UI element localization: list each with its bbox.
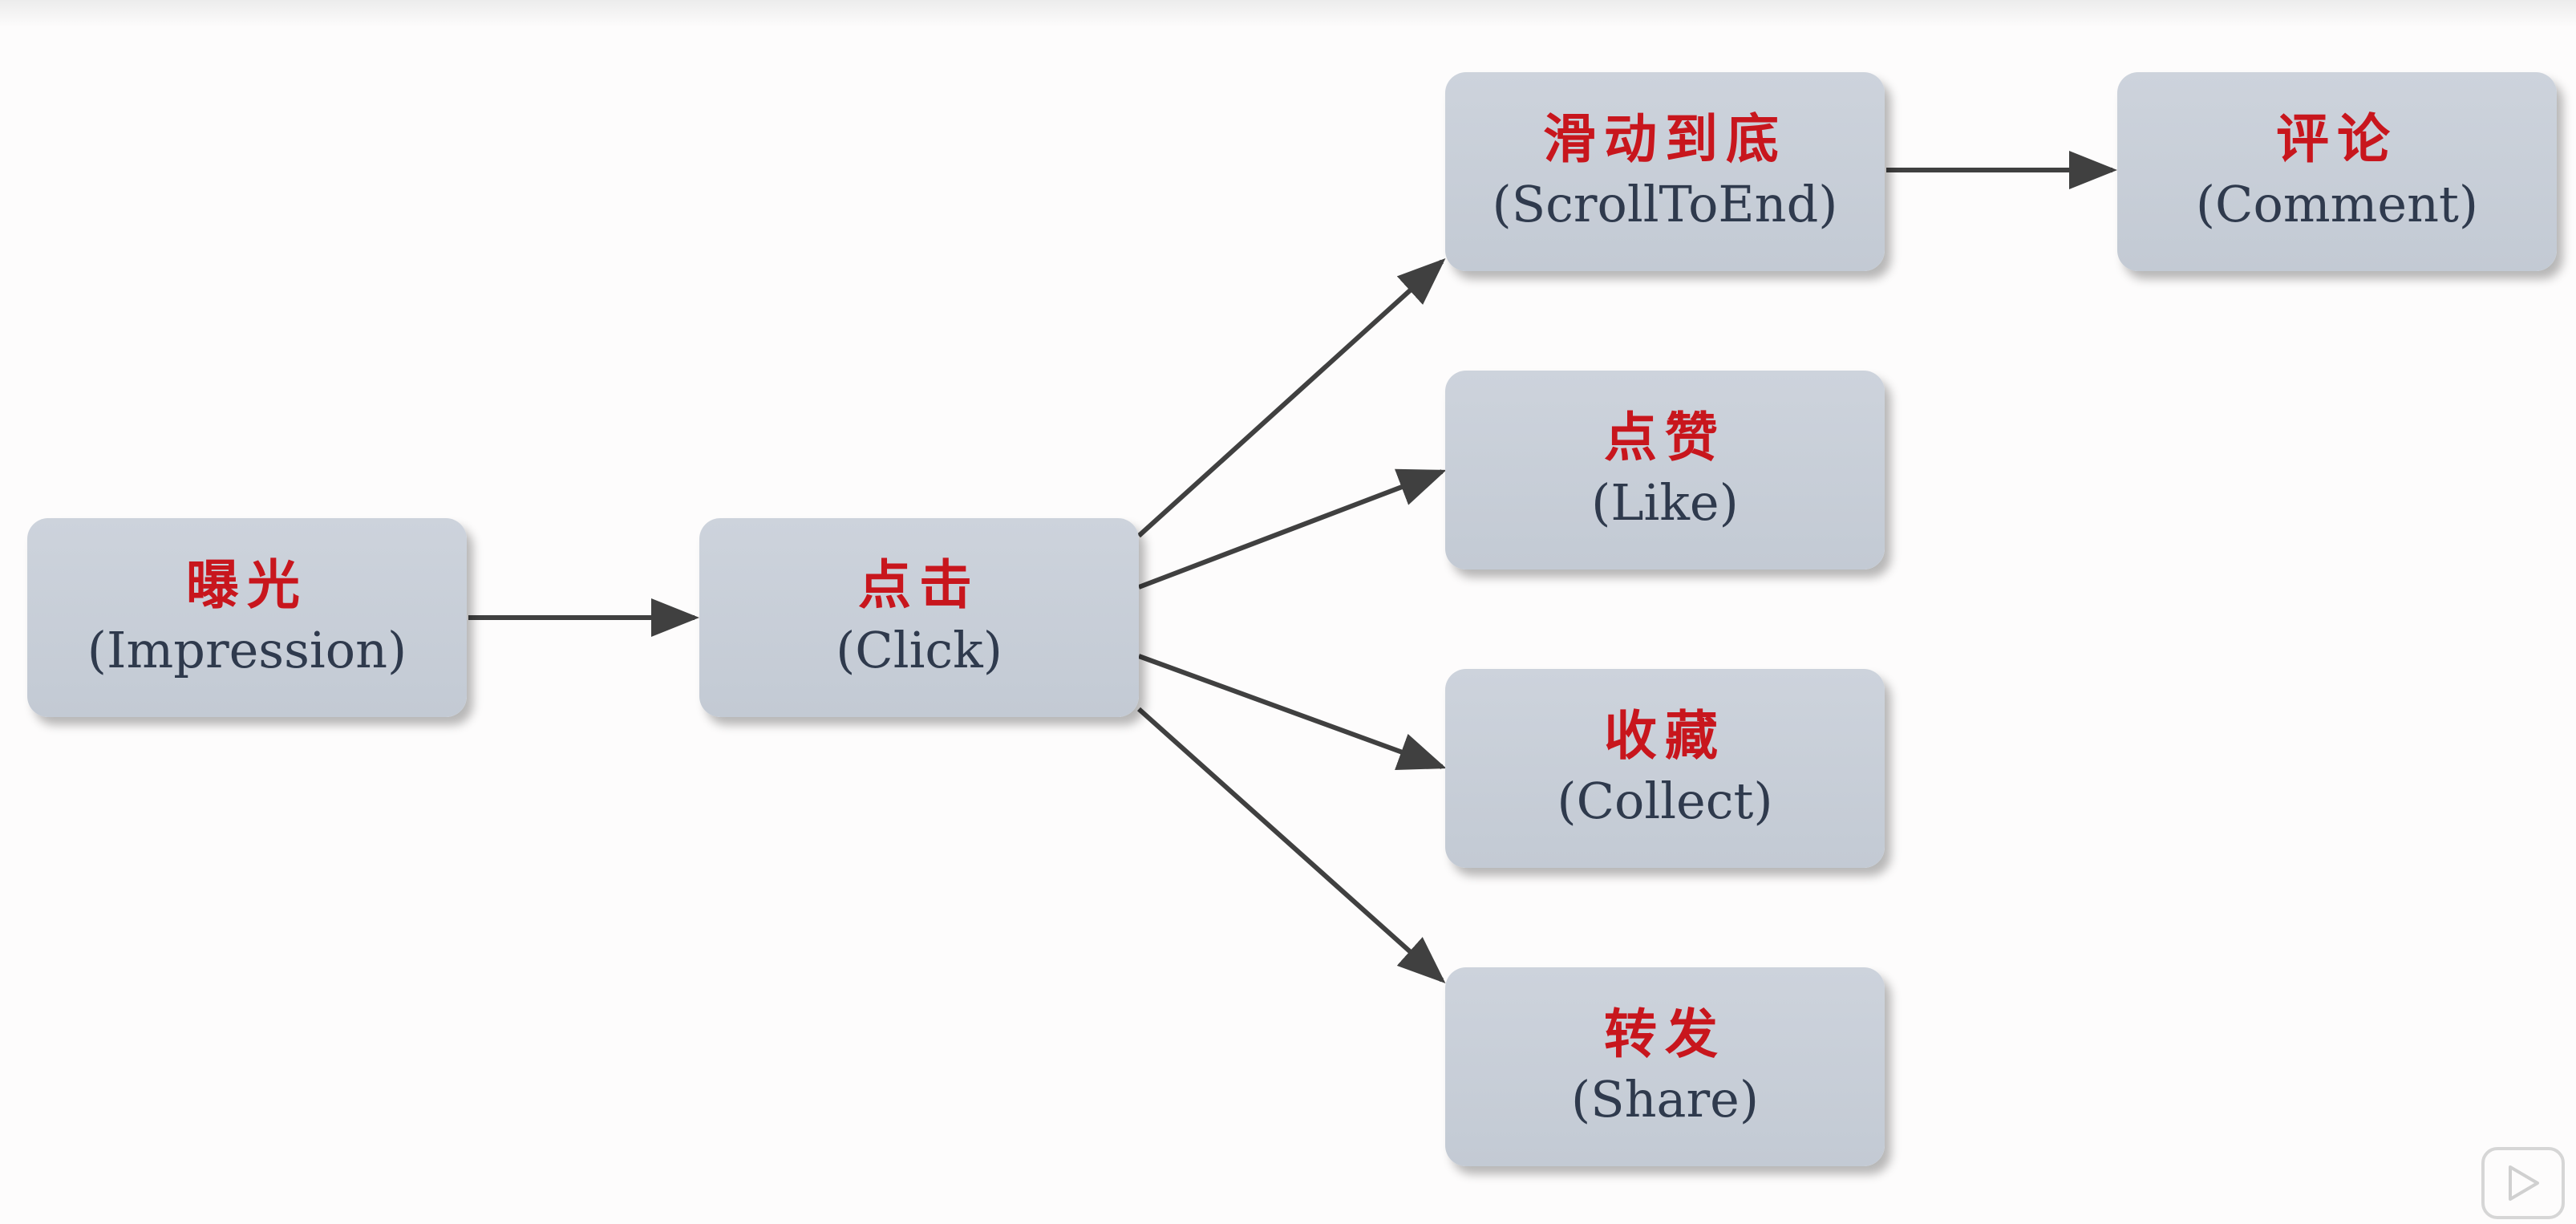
arrow-click-to-like bbox=[1137, 468, 1447, 590]
node-click-en: (Click) bbox=[836, 620, 1002, 679]
node-impression-zh: 曝光 bbox=[186, 553, 308, 616]
node-collect: 收藏 (Collect) bbox=[1445, 669, 1885, 868]
node-collect-zh: 收藏 bbox=[1604, 703, 1726, 767]
node-scroll-to-end-zh: 滑动到底 bbox=[1543, 107, 1787, 170]
node-like-zh: 点赞 bbox=[1604, 405, 1726, 468]
play-icon bbox=[2509, 1165, 2539, 1201]
arrow-click-to-collect bbox=[1137, 654, 1447, 771]
node-comment-en: (Comment) bbox=[2195, 174, 2479, 233]
node-share-zh: 转发 bbox=[1604, 1002, 1726, 1065]
arrow-click-to-share bbox=[1137, 707, 1446, 983]
node-click: 点击 (Click) bbox=[699, 518, 1139, 717]
node-scroll-to-end-en: (ScrollToEnd) bbox=[1492, 174, 1838, 233]
top-fade-band bbox=[0, 0, 2576, 27]
node-share: 转发 (Share) bbox=[1445, 967, 1885, 1166]
node-comment: 评论 (Comment) bbox=[2117, 72, 2557, 271]
play-button[interactable] bbox=[2481, 1147, 2565, 1219]
node-impression: 曝光 (Impression) bbox=[27, 518, 467, 717]
node-share-en: (Share) bbox=[1570, 1069, 1760, 1129]
arrow-click-to-scroll bbox=[1136, 257, 1446, 538]
node-scroll-to-end: 滑动到底 (ScrollToEnd) bbox=[1445, 72, 1885, 271]
node-like-en: (Like) bbox=[1591, 472, 1739, 532]
node-like: 点赞 (Like) bbox=[1445, 371, 1885, 569]
node-impression-en: (Impression) bbox=[87, 620, 407, 679]
node-comment-zh: 评论 bbox=[2276, 107, 2398, 170]
node-click-zh: 点击 bbox=[858, 553, 980, 616]
node-collect-en: (Collect) bbox=[1557, 771, 1773, 830]
